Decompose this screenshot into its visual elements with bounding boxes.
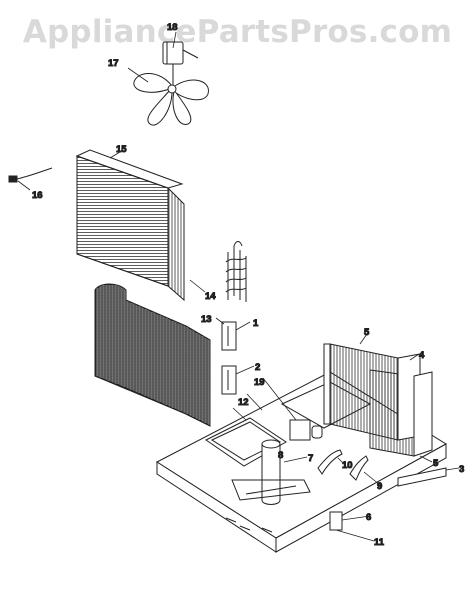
callout-18: 18 xyxy=(167,22,178,33)
fan-blade-icon xyxy=(133,73,209,126)
callout-11: 11 xyxy=(374,537,385,548)
callout-5a: 5 xyxy=(364,327,370,338)
callout-16: 16 xyxy=(32,190,43,201)
overload-relay-icon xyxy=(289,419,447,531)
callout-14: 14 xyxy=(205,291,216,302)
callout-8: 8 xyxy=(278,450,283,461)
compressor-icon xyxy=(231,439,311,505)
callout-19: 19 xyxy=(254,377,265,388)
callout-17: 17 xyxy=(108,58,119,69)
callout-15: 15 xyxy=(116,144,127,155)
power-cord-icon xyxy=(8,167,53,183)
callout-12: 12 xyxy=(238,397,249,408)
callout-7: 7 xyxy=(308,453,313,464)
callout-4: 4 xyxy=(419,350,425,361)
callout-6: 6 xyxy=(366,512,371,523)
fan-motor-icon xyxy=(162,41,199,86)
callout-5b: 5 xyxy=(433,458,439,469)
callout-1: 1 xyxy=(253,318,259,329)
capillary-tube-icon xyxy=(225,241,247,302)
wrapper-shroud-icon xyxy=(94,283,237,427)
callout-10: 10 xyxy=(342,460,353,471)
callout-13: 13 xyxy=(201,314,212,325)
callout-2: 2 xyxy=(255,362,260,373)
callout-9: 9 xyxy=(377,481,382,492)
evaporator-coil-icon xyxy=(323,343,433,457)
watermark-text: AppliancePartsPros.com xyxy=(22,14,453,50)
condenser-coil-icon xyxy=(75,149,185,302)
callout-3: 3 xyxy=(459,464,464,475)
